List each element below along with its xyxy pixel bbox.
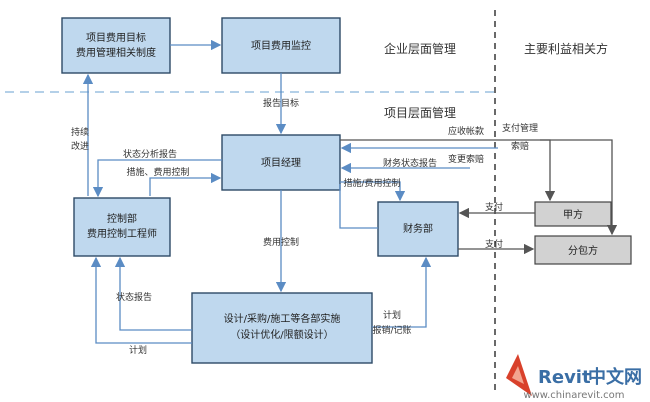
continuous-label-2: 改进 — [71, 140, 89, 152]
finance-to-manager-line — [339, 184, 378, 229]
cost-target-box: 项目费用目标 费用管理相关制度 — [61, 17, 171, 74]
execution-box: 设计/采购/施工等各部实施 （设计优化/限额设计） — [191, 292, 373, 364]
project-manager-label: 项目经理 — [261, 156, 301, 169]
cost-monitor-box: 项目费用监控 — [221, 17, 341, 74]
status-analysis-arrow — [92, 159, 222, 198]
payment-mgmt-label-1: 支付管理 — [502, 122, 538, 134]
control-dept-box: 控制部 费用控制工程师 — [73, 197, 171, 257]
finance-dept-box: 财务部 — [377, 201, 459, 257]
finance-dept-label: 财务部 — [403, 222, 433, 235]
payment-label: 支付 — [485, 201, 503, 213]
report-target-label: 报告目标 — [263, 97, 299, 109]
party-a-box: 甲方 — [534, 201, 612, 227]
control-dept-line2: 费用控制工程师 — [87, 227, 157, 240]
payment-mgmt-label-2: 索赔 — [511, 140, 529, 152]
logo-brand-cn: 中文网 — [588, 366, 642, 388]
control-dept-line1: 控制部 — [107, 212, 137, 225]
cost-control-label: 费用控制 — [263, 236, 299, 248]
continuous-label-1: 持续 — [71, 126, 89, 138]
measures-cost-label-2: 措施/费用控制 — [343, 177, 400, 189]
pay-label: 支付 — [485, 238, 503, 250]
logo-brand-latin: Revit — [538, 367, 591, 388]
receivable-label: 应收帐款 — [448, 125, 484, 137]
cost-monitor-label: 项目费用监控 — [251, 39, 311, 52]
project-manager-box: 项目经理 — [221, 134, 341, 191]
payment-mgmt-arrow-b — [540, 139, 618, 236]
party-a-label: 甲方 — [563, 208, 583, 221]
status-report-label: 状态报告 — [116, 291, 152, 303]
plan-arrow — [90, 256, 192, 344]
subcontractor-box: 分包方 — [534, 235, 632, 265]
cost-target-line2: 费用管理相关制度 — [76, 46, 156, 59]
status-analysis-label: 状态分析报告 — [123, 148, 177, 160]
measures-arrow — [149, 172, 222, 196]
measures-finance-arrow — [340, 181, 406, 202]
plan-label: 计划 — [129, 344, 147, 356]
status-report-arrow — [114, 256, 192, 331]
subcontractor-label: 分包方 — [568, 244, 598, 257]
execution-line2: （设计优化/限额设计） — [230, 328, 333, 341]
cost-target-line1: 项目费用目标 — [86, 31, 146, 44]
plan-report-label-1: 计划 — [383, 309, 401, 321]
finance-status-label: 财务状态报告 — [383, 157, 437, 169]
change-claim-label: 变更索赔 — [448, 153, 484, 165]
execution-line1: 设计/采购/施工等各部实施 — [224, 312, 341, 325]
enterprise-level-header: 企业层面管理 — [384, 41, 456, 56]
logo-url: www.chinarevit.com — [523, 390, 624, 401]
plan-report-arrow — [372, 256, 432, 328]
project-level-header: 项目层面管理 — [384, 105, 456, 120]
measures-cost-label: 措施、费用控制 — [126, 166, 189, 178]
stakeholders-header: 主要利益相关方 — [524, 41, 608, 56]
plan-report-label-2: 报销/记账 — [372, 324, 411, 336]
revit-logo: Revit 中文网 www.chinarevit.com — [506, 354, 642, 401]
